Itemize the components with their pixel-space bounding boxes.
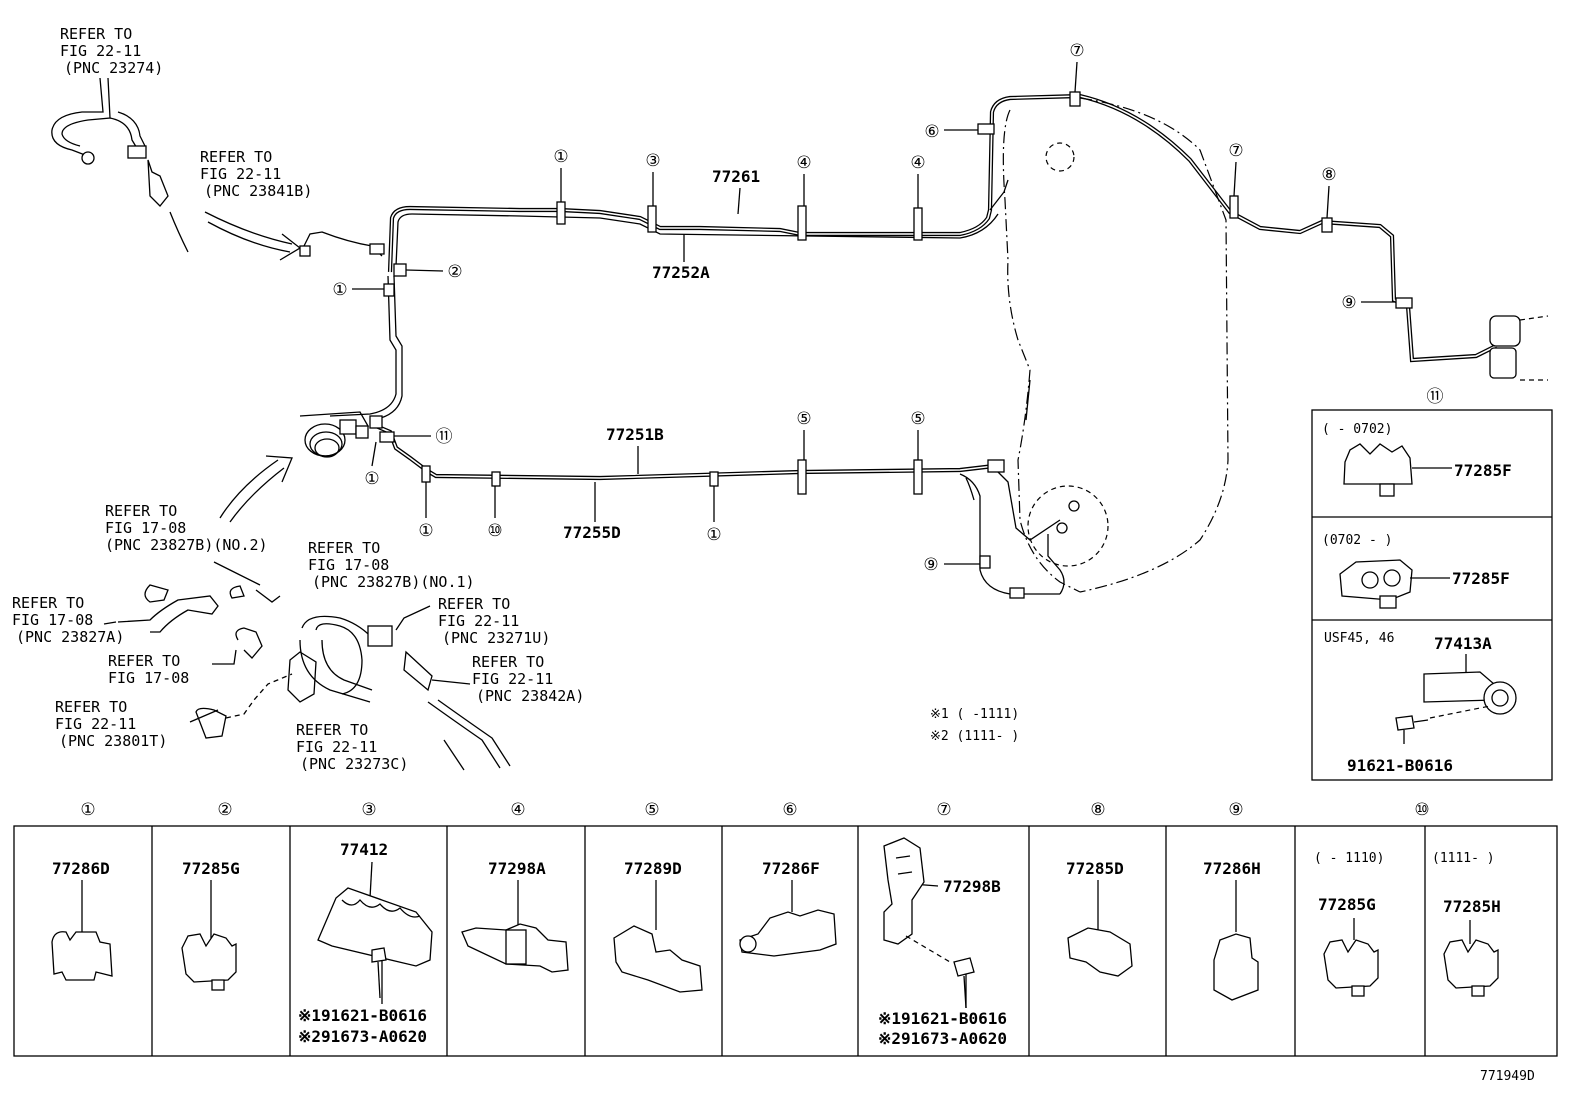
callout-1-left: ①	[332, 280, 347, 300]
legend-part-77285d: 77285D	[1066, 859, 1124, 878]
legend-bolt-3a: ※191621-B0616	[298, 1006, 427, 1025]
clip-77286h-icon	[1213, 933, 1259, 1001]
callout-8: ⑧	[1321, 165, 1336, 185]
callout-6: ⑥	[924, 122, 939, 142]
ref-label-23273c: REFER TO FIG 22-11 (PNC 23273C)	[296, 721, 408, 773]
part-77255d: 77255D	[563, 523, 621, 542]
note-2: ※2 (1111- )	[930, 729, 1019, 744]
note-1: ※1 ( -1111)	[930, 707, 1019, 722]
ref-label-17-08: REFER TO FIG 17-08	[108, 652, 189, 687]
legend-part-77298b: 77298B	[943, 877, 1001, 896]
legend-part-77285g: 77285G	[182, 859, 240, 878]
ref-label-23801t: REFER TO FIG 22-11 (PNC 23801T)	[55, 698, 167, 750]
legend-part-77289d: 77289D	[624, 859, 682, 878]
legend-part-77286f: 77286F	[762, 859, 820, 878]
legend-bolt-7a: ※191621-B0616	[878, 1009, 1007, 1028]
legend-num-7: ⑦	[936, 800, 951, 820]
legend-bolt-7b: ※291673-A0620	[878, 1029, 1007, 1048]
pipe-clamps	[379, 91, 1413, 599]
legend-num-10: ⑩	[1414, 800, 1429, 820]
callout-7a: ⑦	[1069, 41, 1084, 61]
part-77252a: 77252A	[652, 263, 710, 282]
clip-77286d-icon	[51, 931, 113, 981]
callout-1-lower-left: ①	[364, 469, 379, 489]
hose-coil	[219, 411, 383, 523]
callout-10: ⑩	[487, 521, 502, 541]
part-77261: 77261	[712, 167, 760, 186]
clip-77298b-icon	[883, 837, 925, 945]
ref-label-23271u: REFER TO FIG 22-11 (PNC 23271U)	[438, 595, 550, 647]
callout-2: ②	[447, 262, 462, 282]
clip-77285g-icon	[181, 933, 237, 983]
legend-part-77298a: 77298A	[488, 859, 546, 878]
inset-range-1: ( - 0702)	[1322, 422, 1392, 437]
main-part-labels: 77261 77252A 77251B 77255D	[563, 167, 760, 542]
clip-77286f-icon	[739, 909, 837, 957]
inset-model: USF45, 46	[1324, 631, 1394, 646]
ref-label-23274: REFER TO FIG 22-11 (PNC 23274)	[60, 25, 163, 77]
figure-code: 771949D	[1480, 1069, 1535, 1084]
legend-part-77285h: 77285H	[1443, 897, 1501, 916]
inset-bolt-91621: 91621-B0616	[1347, 756, 1453, 775]
callout-4a: ④	[796, 153, 811, 173]
callout-4b: ④	[910, 153, 925, 173]
legend-num-4: ④	[510, 800, 525, 820]
callout-1-bottom: ①	[706, 525, 721, 545]
inset-part-77285f-2: 77285F	[1452, 569, 1510, 588]
lower-left-parts	[103, 561, 511, 771]
inset-range-2: (0702 - )	[1322, 533, 1392, 548]
callout-7b: ⑦	[1228, 141, 1243, 161]
clip-77412-icon	[317, 887, 433, 967]
body-outline	[1002, 97, 1549, 593]
legend-part-77286h: 77286H	[1203, 859, 1261, 878]
legend-table: ① ② ③ ④ ⑤ ⑥ ⑦ ⑧ ⑨ ⑩ 77286D 77285G 77412 …	[13, 800, 1558, 1057]
clip-77285d-icon	[1067, 927, 1133, 977]
inset-callout-11: ⑪ ( - 0702) 77285F (0702 - ) 77285F USF4…	[1311, 387, 1553, 781]
part-77251b: 77251B	[606, 425, 664, 444]
upper-left-hoses	[51, 77, 385, 261]
ref-label-23827b-no1: REFER TO FIG 17-08 (PNC 23827B)(NO.1)	[308, 539, 475, 591]
clip-77289d-icon	[613, 925, 703, 993]
legend-range-10b: (1111- )	[1432, 851, 1495, 866]
legend-part-77285g-10: 77285G	[1318, 895, 1376, 914]
legend-bolt-3b: ※291673-A0620	[298, 1027, 427, 1046]
legend-num-3: ③	[361, 800, 376, 820]
legend-num-9: ⑨	[1228, 800, 1243, 820]
ref-label-23827b-no2: REFER TO FIG 17-08 (PNC 23827B)(NO.2)	[105, 502, 268, 554]
legend-part-77286d: 77286D	[52, 859, 110, 878]
callout-5b: ⑤	[910, 409, 925, 429]
callout-11: ⑪	[436, 427, 453, 447]
ref-label-23842a: REFER TO FIG 22-11 (PNC 23842A)	[472, 653, 584, 705]
callout-5a: ⑤	[796, 409, 811, 429]
callout-3: ③	[645, 151, 660, 171]
legend-num-2: ②	[217, 800, 232, 820]
legend-num-1: ①	[80, 800, 95, 820]
callout-1-lower: ①	[418, 521, 433, 541]
inset-callout-11-number: ⑪	[1427, 387, 1444, 407]
legend-num-6: ⑥	[782, 800, 797, 820]
callout-1-upper: ①	[553, 147, 568, 167]
legend-num-8: ⑧	[1090, 800, 1105, 820]
legend-num-5: ⑤	[644, 800, 659, 820]
ref-label-23827a: REFER TO FIG 17-08 (PNC 23827A)	[12, 594, 124, 646]
callout-9-upper: ⑨	[1341, 293, 1356, 313]
clip-77285h-icon	[1443, 939, 1499, 989]
inset-part-77413a: 77413A	[1434, 634, 1492, 653]
diagram-callouts: ① ③ ④ ④ ⑥ ⑦ ⑦ ⑧ ⑨ ② ① ⑪ ① ① ⑩ ① ⑤ ⑤ ⑨	[332, 41, 1396, 575]
legend-part-77412: 77412	[340, 840, 388, 859]
ref-label-23841b: REFER TO FIG 22-11 (PNC 23841B)	[200, 148, 312, 200]
callout-9-lower: ⑨	[923, 555, 938, 575]
inset-part-77285f-1: 77285F	[1454, 461, 1512, 480]
legend-range-10a: ( - 1110)	[1314, 851, 1384, 866]
ref-labels: REFER TO FIG 22-11 (PNC 23274) REFER TO …	[12, 25, 584, 773]
clip-77285g-10-icon	[1323, 939, 1379, 989]
